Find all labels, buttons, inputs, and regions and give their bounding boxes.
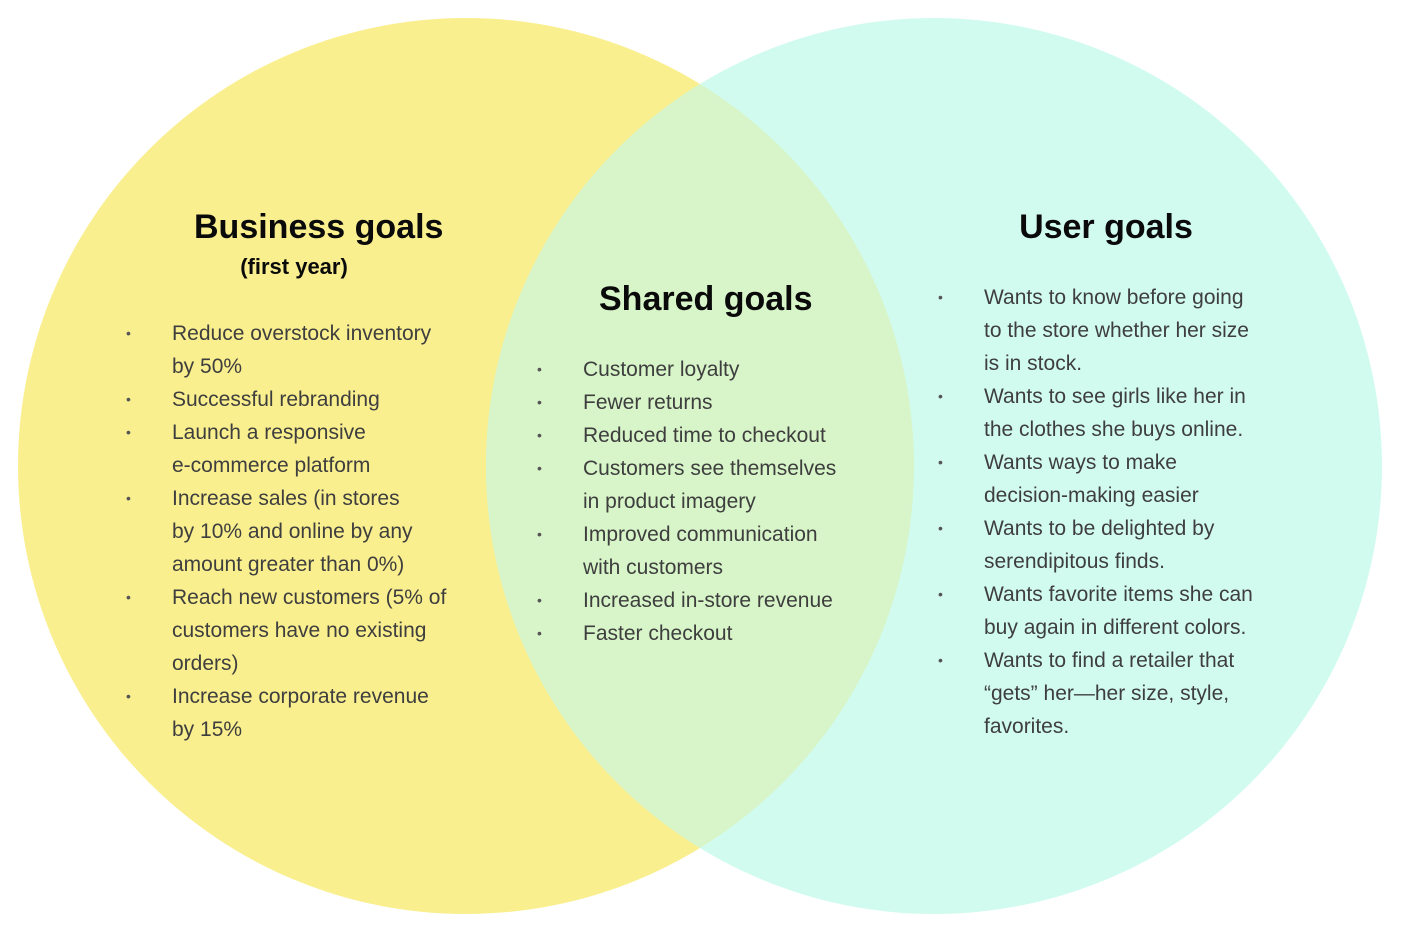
- list-item-line: Reduce overstock inventory: [172, 322, 432, 345]
- list-item: Increase sales (in stores by 10% and onli…: [126, 482, 446, 581]
- list-item: Improved communication with customers: [537, 518, 836, 584]
- list-item-line: Faster checkout: [583, 622, 733, 645]
- list-item: Fewer returns: [537, 386, 836, 419]
- list-item-line: e-commerce platform: [172, 454, 371, 477]
- list-item-line: amount greater than 0%): [172, 553, 405, 576]
- list-item-line: Improved communication: [583, 523, 818, 546]
- list-item: Customers see themselves in product image…: [537, 452, 836, 518]
- business-goals-subtitle: (first year): [240, 254, 348, 279]
- shared-goals-list: Customer loyaltyFewer returnsReduced tim…: [537, 353, 836, 650]
- list-item-line: favorites.: [984, 715, 1070, 738]
- list-item: Wants to find a retailer that “gets” her—…: [938, 644, 1253, 743]
- list-item-line: by 50%: [172, 355, 243, 378]
- list-item-line: Fewer returns: [583, 391, 713, 414]
- list-item: Reduce overstock inventory by 50%: [126, 317, 446, 383]
- list-item: Wants to know before going to the store w…: [938, 281, 1253, 380]
- list-item-line: to the store whether her size: [984, 319, 1249, 342]
- list-item: Faster checkout: [537, 617, 836, 650]
- list-item-line: Wants ways to make: [984, 451, 1177, 474]
- list-item: Wants to be delighted by serendipitous fi…: [938, 512, 1253, 578]
- list-item-line: by 15%: [172, 718, 243, 741]
- list-item: Customer loyalty: [537, 353, 836, 386]
- list-item-line: Reach new customers (5% of: [172, 586, 447, 609]
- list-item-line: Customers see themselves: [583, 457, 837, 480]
- list-item-line: Increase corporate revenue: [172, 685, 429, 708]
- list-item: Reduced time to checkout: [537, 419, 836, 452]
- shared-goals-overlap: [486, 18, 914, 914]
- shared-goals-title: Shared goals: [599, 280, 813, 318]
- list-item-line: with customers: [583, 556, 724, 579]
- list-item: Successful rebranding: [126, 383, 446, 416]
- list-item-line: in product imagery: [583, 490, 756, 513]
- list-item-line: Reduced time to checkout: [583, 424, 826, 447]
- list-item-line: Wants to know before going: [984, 286, 1244, 309]
- business-goals-title: Business goals: [194, 208, 444, 246]
- list-item: Wants to see girls like her in the clothe…: [938, 380, 1253, 446]
- list-item: Increase corporate revenue by 15%: [126, 680, 446, 746]
- list-item-line: Wants to find a retailer that: [984, 649, 1235, 672]
- list-item-line: Launch a responsive: [172, 421, 366, 444]
- list-item: Wants ways to make decision-making easier: [938, 446, 1253, 512]
- list-item-line: orders): [172, 652, 239, 675]
- list-item-line: is in stock.: [984, 352, 1083, 375]
- list-item-line: serendipitous finds.: [984, 550, 1165, 573]
- list-item: Launch a responsive e-commerce platform: [126, 416, 446, 482]
- list-item-line: Customer loyalty: [583, 358, 740, 381]
- list-item: Wants favorite items she can buy again in…: [938, 578, 1253, 644]
- user-goals-title: User goals: [1019, 208, 1193, 246]
- list-item: Increased in-store revenue: [537, 584, 836, 617]
- list-item-line: Increase sales (in stores: [172, 487, 400, 510]
- list-item-line: by 10% and online by any: [172, 520, 413, 543]
- business-goals-list: Reduce overstock inventory by 50% Successf…: [126, 317, 446, 746]
- list-item-line: the clothes she buys online.: [984, 418, 1244, 441]
- list-item-line: Wants to be delighted by: [984, 517, 1215, 540]
- list-item-line: customers have no existing: [172, 619, 427, 642]
- list-item-line: Wants to see girls like her in: [984, 385, 1246, 408]
- list-item-line: “gets” her—her size, style,: [984, 682, 1230, 705]
- list-item-line: Successful rebranding: [172, 388, 380, 411]
- list-item-line: Wants favorite items she can: [984, 583, 1253, 606]
- user-goals-list: Wants to know before going to the store w…: [938, 281, 1253, 743]
- list-item-line: decision-making easier: [984, 484, 1199, 507]
- list-item-line: buy again in different colors.: [984, 616, 1247, 639]
- list-item-line: Increased in-store revenue: [583, 589, 833, 612]
- list-item: Reach new customers (5% of customers have…: [126, 581, 446, 680]
